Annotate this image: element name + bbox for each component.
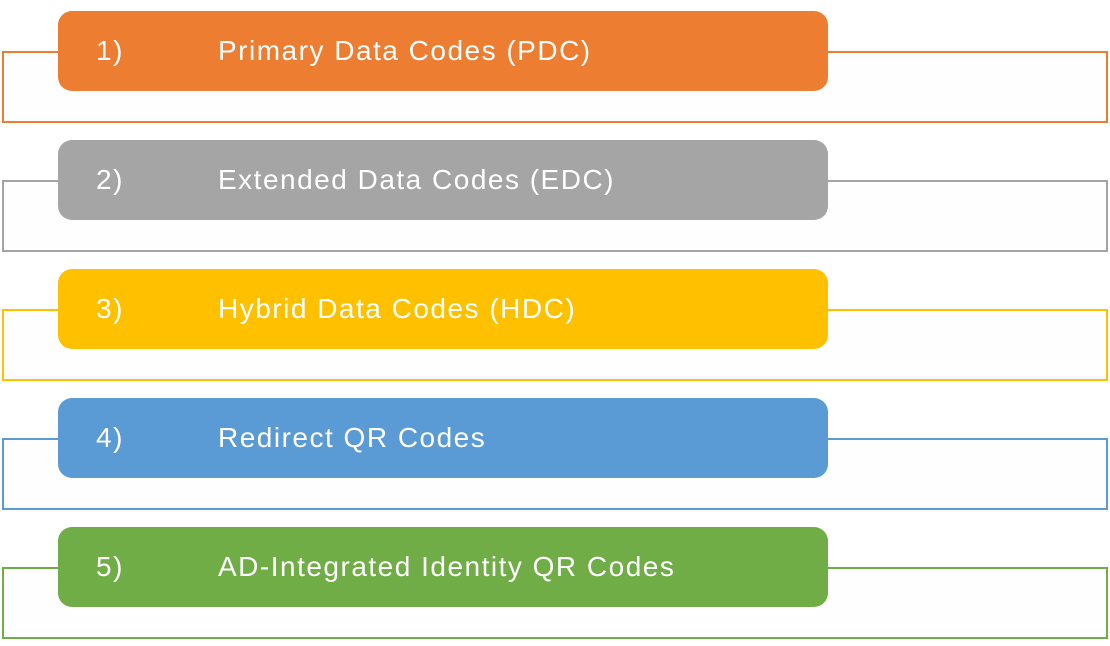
item-number: 4) <box>96 422 124 453</box>
item-label: Extended Data Codes (EDC) <box>218 164 616 195</box>
list-item: 2) Extended Data Codes (EDC) <box>0 140 1110 263</box>
item-number: 3) <box>96 293 124 324</box>
item-banner: 5) AD-Integrated Identity QR Codes <box>58 527 828 607</box>
item-label: Primary Data Codes (PDC) <box>218 35 592 66</box>
list-item: 3) Hybrid Data Codes (HDC) <box>0 269 1110 392</box>
item-number: 2) <box>96 164 124 195</box>
item-label: Hybrid Data Codes (HDC) <box>218 293 577 324</box>
item-number: 5) <box>96 551 124 582</box>
item-banner: 1) Primary Data Codes (PDC) <box>58 11 828 91</box>
item-banner: 3) Hybrid Data Codes (HDC) <box>58 269 828 349</box>
item-banner: 4) Redirect QR Codes <box>58 398 828 478</box>
item-label: AD-Integrated Identity QR Codes <box>218 551 676 582</box>
list-item: 4) Redirect QR Codes <box>0 398 1110 521</box>
item-number: 1) <box>96 35 124 66</box>
item-banner: 2) Extended Data Codes (EDC) <box>58 140 828 220</box>
list-item: 1) Primary Data Codes (PDC) <box>0 11 1110 134</box>
list-item: 5) AD-Integrated Identity QR Codes <box>0 527 1110 646</box>
item-label: Redirect QR Codes <box>218 422 487 453</box>
